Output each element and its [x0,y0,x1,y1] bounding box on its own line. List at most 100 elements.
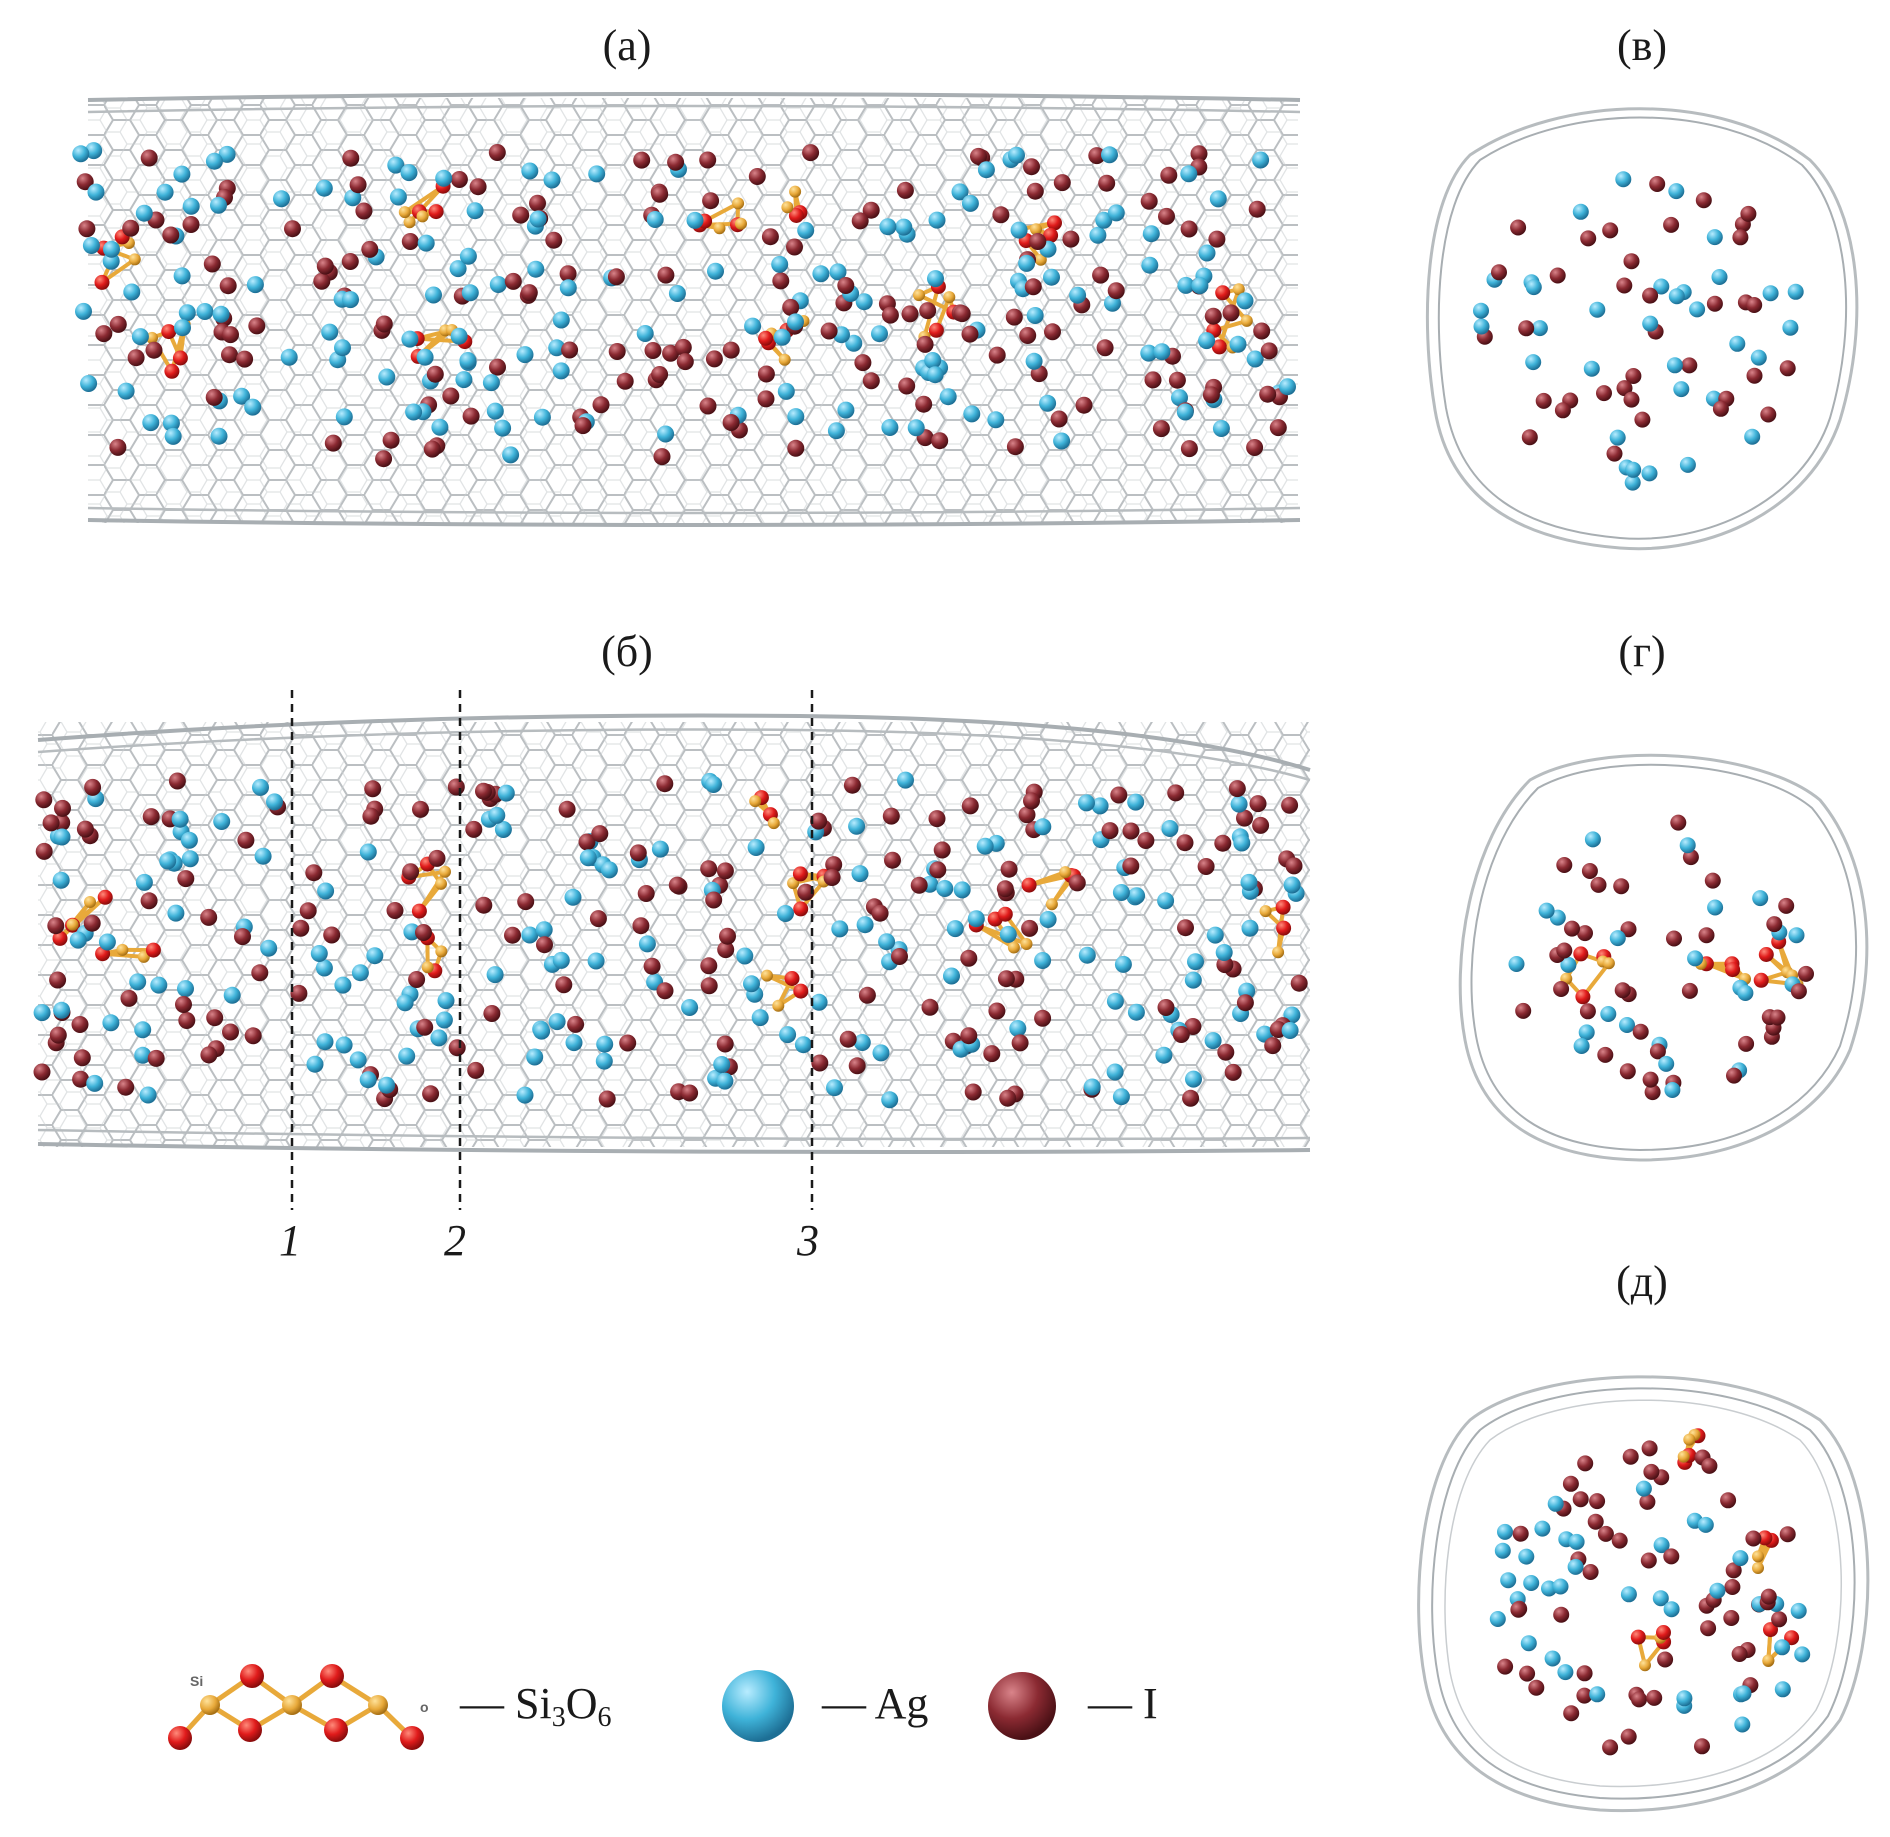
i-atom [1512,1525,1529,1542]
i-atom [1000,860,1018,878]
ag-atom [946,920,964,938]
ag-atom [315,959,333,977]
ag-atom [431,418,449,436]
ag-atom [794,1036,812,1054]
i-atom [423,440,441,458]
i-atom [1597,1046,1614,1063]
ag-atom [879,218,897,236]
ag-atom [387,156,405,174]
i-atom [147,1049,165,1067]
atoms-v [1473,171,1804,491]
legend-i-sphere [988,1672,1056,1740]
i-atom [1694,1738,1710,1755]
si-atom [116,943,129,956]
legend: Si o — Si3O6 — Ag — I [168,1664,1158,1750]
i-atom [1706,295,1723,312]
i-atom [854,354,872,372]
ag-atom [366,947,384,965]
i-atom [313,272,331,290]
ag-atom [212,305,230,323]
ag-atom [1625,461,1642,478]
ag-atom [1095,211,1113,229]
i-atom [248,317,266,335]
ag-atom [400,164,418,182]
i-atom [1024,278,1042,296]
ag-atom [103,240,120,258]
ag-atom [1246,350,1264,368]
ag-atom [668,285,686,302]
ag-atom [1153,343,1171,361]
o-atom [1215,285,1231,301]
si-atom [1232,283,1245,296]
i-atom [1177,919,1194,937]
i-atom [1044,323,1061,341]
i-atom [1620,1728,1637,1745]
si-atom [732,197,745,210]
ag-atom [878,933,896,951]
i-atom [1657,1651,1674,1668]
i-atom [234,928,251,946]
ag-atom [837,401,855,419]
ag-atom [777,905,794,922]
i-atom [1228,780,1246,798]
ag-atom [1008,146,1025,164]
i-atom [1779,1526,1796,1543]
i-atom [475,782,492,800]
i-atom [47,917,65,935]
ag-atom [171,810,189,828]
ag-atom [1198,332,1216,350]
i-atom [475,896,493,914]
ag-atom [787,313,804,331]
ag-atom [1547,1495,1564,1512]
ag-atom [252,778,269,796]
i-atom [1576,1665,1593,1682]
i-atom [1760,406,1777,423]
si-atom [1762,1654,1775,1667]
i-atom [1018,806,1036,824]
ag-atom [53,828,71,846]
ag-atom [743,975,760,993]
i-atom [843,776,861,794]
ag-atom [396,994,414,1012]
i-atom [1732,229,1749,246]
ag-atom [928,211,946,229]
i-atom [825,856,843,874]
i-atom [960,1027,978,1045]
ag-atom [450,327,468,345]
ag-atom [315,179,333,197]
i-atom [970,147,987,165]
i-atom [1249,795,1267,813]
ag-atom [848,817,866,835]
ag-atom [246,276,264,294]
i-atom [1639,1493,1656,1510]
i-atom [145,341,163,359]
i-atom [122,219,140,237]
ag-atom [173,267,191,285]
si-atom [1752,1562,1764,1574]
cross-section-g [1458,753,1869,1162]
i-atom [929,861,947,879]
si-atom [943,291,956,304]
ag-atom [1025,352,1043,370]
ag-atom [831,920,849,938]
ag-atom [310,945,328,962]
i-atom [1202,386,1220,404]
i-atom [1587,1513,1604,1530]
ag-atom [223,986,241,1004]
i-atom [1092,266,1110,284]
ag-atom [657,425,675,443]
i-atom [1006,438,1024,456]
i-atom [517,893,535,911]
i-atom [953,305,971,323]
ag-atom [417,234,435,252]
ag-atom [826,1079,843,1097]
i-atom [1167,784,1185,802]
i-atom [244,1027,262,1045]
i-atom [408,971,426,988]
ag-atom [378,1076,396,1094]
i-atom [674,338,692,356]
i-atom [1491,264,1507,281]
ag-atom [317,882,335,900]
ag-atom [1180,165,1198,183]
ag-atom [1010,221,1028,239]
